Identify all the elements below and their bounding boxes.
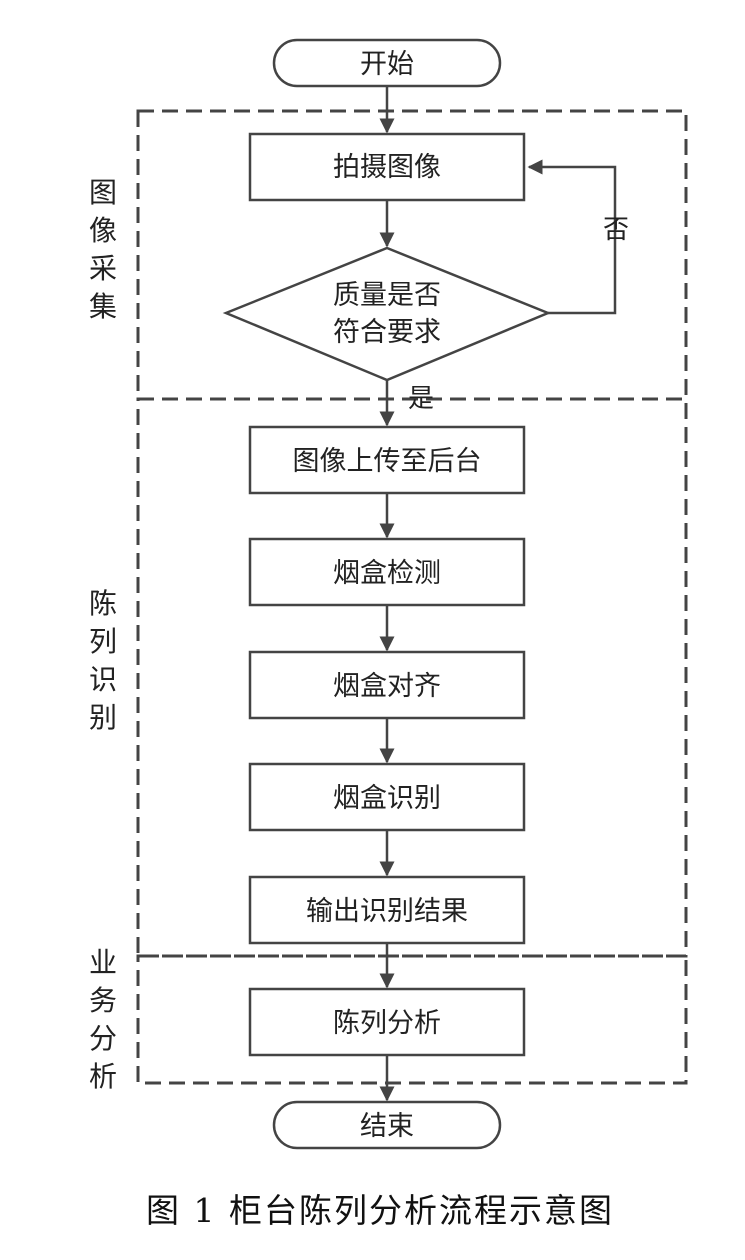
figure-caption: 图 1 柜台陈列分析流程示意图	[146, 1191, 614, 1230]
detect-label: 烟盒检测	[333, 558, 441, 589]
group-label-char: 分	[89, 1022, 117, 1055]
group-label-char: 图	[89, 176, 117, 209]
group-label-image-capture: 图 像 采 集	[89, 176, 117, 323]
group-label-char: 务	[89, 984, 117, 1017]
yes-branch-label: 是	[408, 384, 434, 414]
detect-node: 烟盒检测	[248, 537, 526, 607]
connectors	[379, 86, 617, 1102]
recognize-label: 烟盒识别	[333, 783, 441, 814]
no-branch-label: 否	[603, 215, 629, 245]
recognize-node: 烟盒识别	[248, 762, 526, 832]
group-box-business-analysis	[136, 954, 688, 1085]
group-label-char: 陈	[89, 587, 117, 620]
group-label-char: 像	[89, 214, 117, 247]
group-label-char: 别	[89, 701, 117, 734]
quality-decision-label-line1: 质量是否	[333, 280, 441, 311]
group-label-char: 析	[89, 1060, 117, 1093]
analysis-label: 陈列分析	[333, 1008, 441, 1039]
capture-image-label: 拍摄图像	[333, 152, 441, 183]
upload-node: 图像上传至后台	[248, 425, 526, 495]
group-label-char: 集	[89, 290, 117, 323]
output-node: 输出识别结果	[248, 875, 526, 945]
capture-image-node: 拍摄图像	[248, 132, 526, 202]
end-node: 结束	[272, 1100, 502, 1150]
output-label: 输出识别结果	[306, 896, 468, 927]
group-label-char: 采	[89, 252, 117, 285]
group-label-display-recognition: 陈 列 识 别	[89, 587, 117, 734]
align-node: 烟盒对齐	[248, 650, 526, 720]
group-label-char: 识	[89, 663, 117, 696]
arrow-decision-no-loop	[527, 159, 617, 315]
group-label-char: 业	[89, 946, 117, 979]
group-boundaries	[136, 109, 688, 1085]
align-label: 烟盒对齐	[333, 671, 441, 702]
start-label: 开始	[360, 49, 414, 80]
quality-decision-label-line2: 符合要求	[333, 317, 441, 348]
upload-label: 图像上传至后台	[293, 446, 482, 477]
group-label-char: 列	[89, 625, 117, 658]
analysis-node: 陈列分析	[248, 987, 526, 1057]
quality-decision-node: 质量是否 符合要求	[222, 246, 552, 382]
end-label: 结束	[360, 1111, 414, 1142]
group-label-business-analysis: 业 务 分 析	[89, 946, 117, 1093]
start-node: 开始	[272, 38, 502, 88]
